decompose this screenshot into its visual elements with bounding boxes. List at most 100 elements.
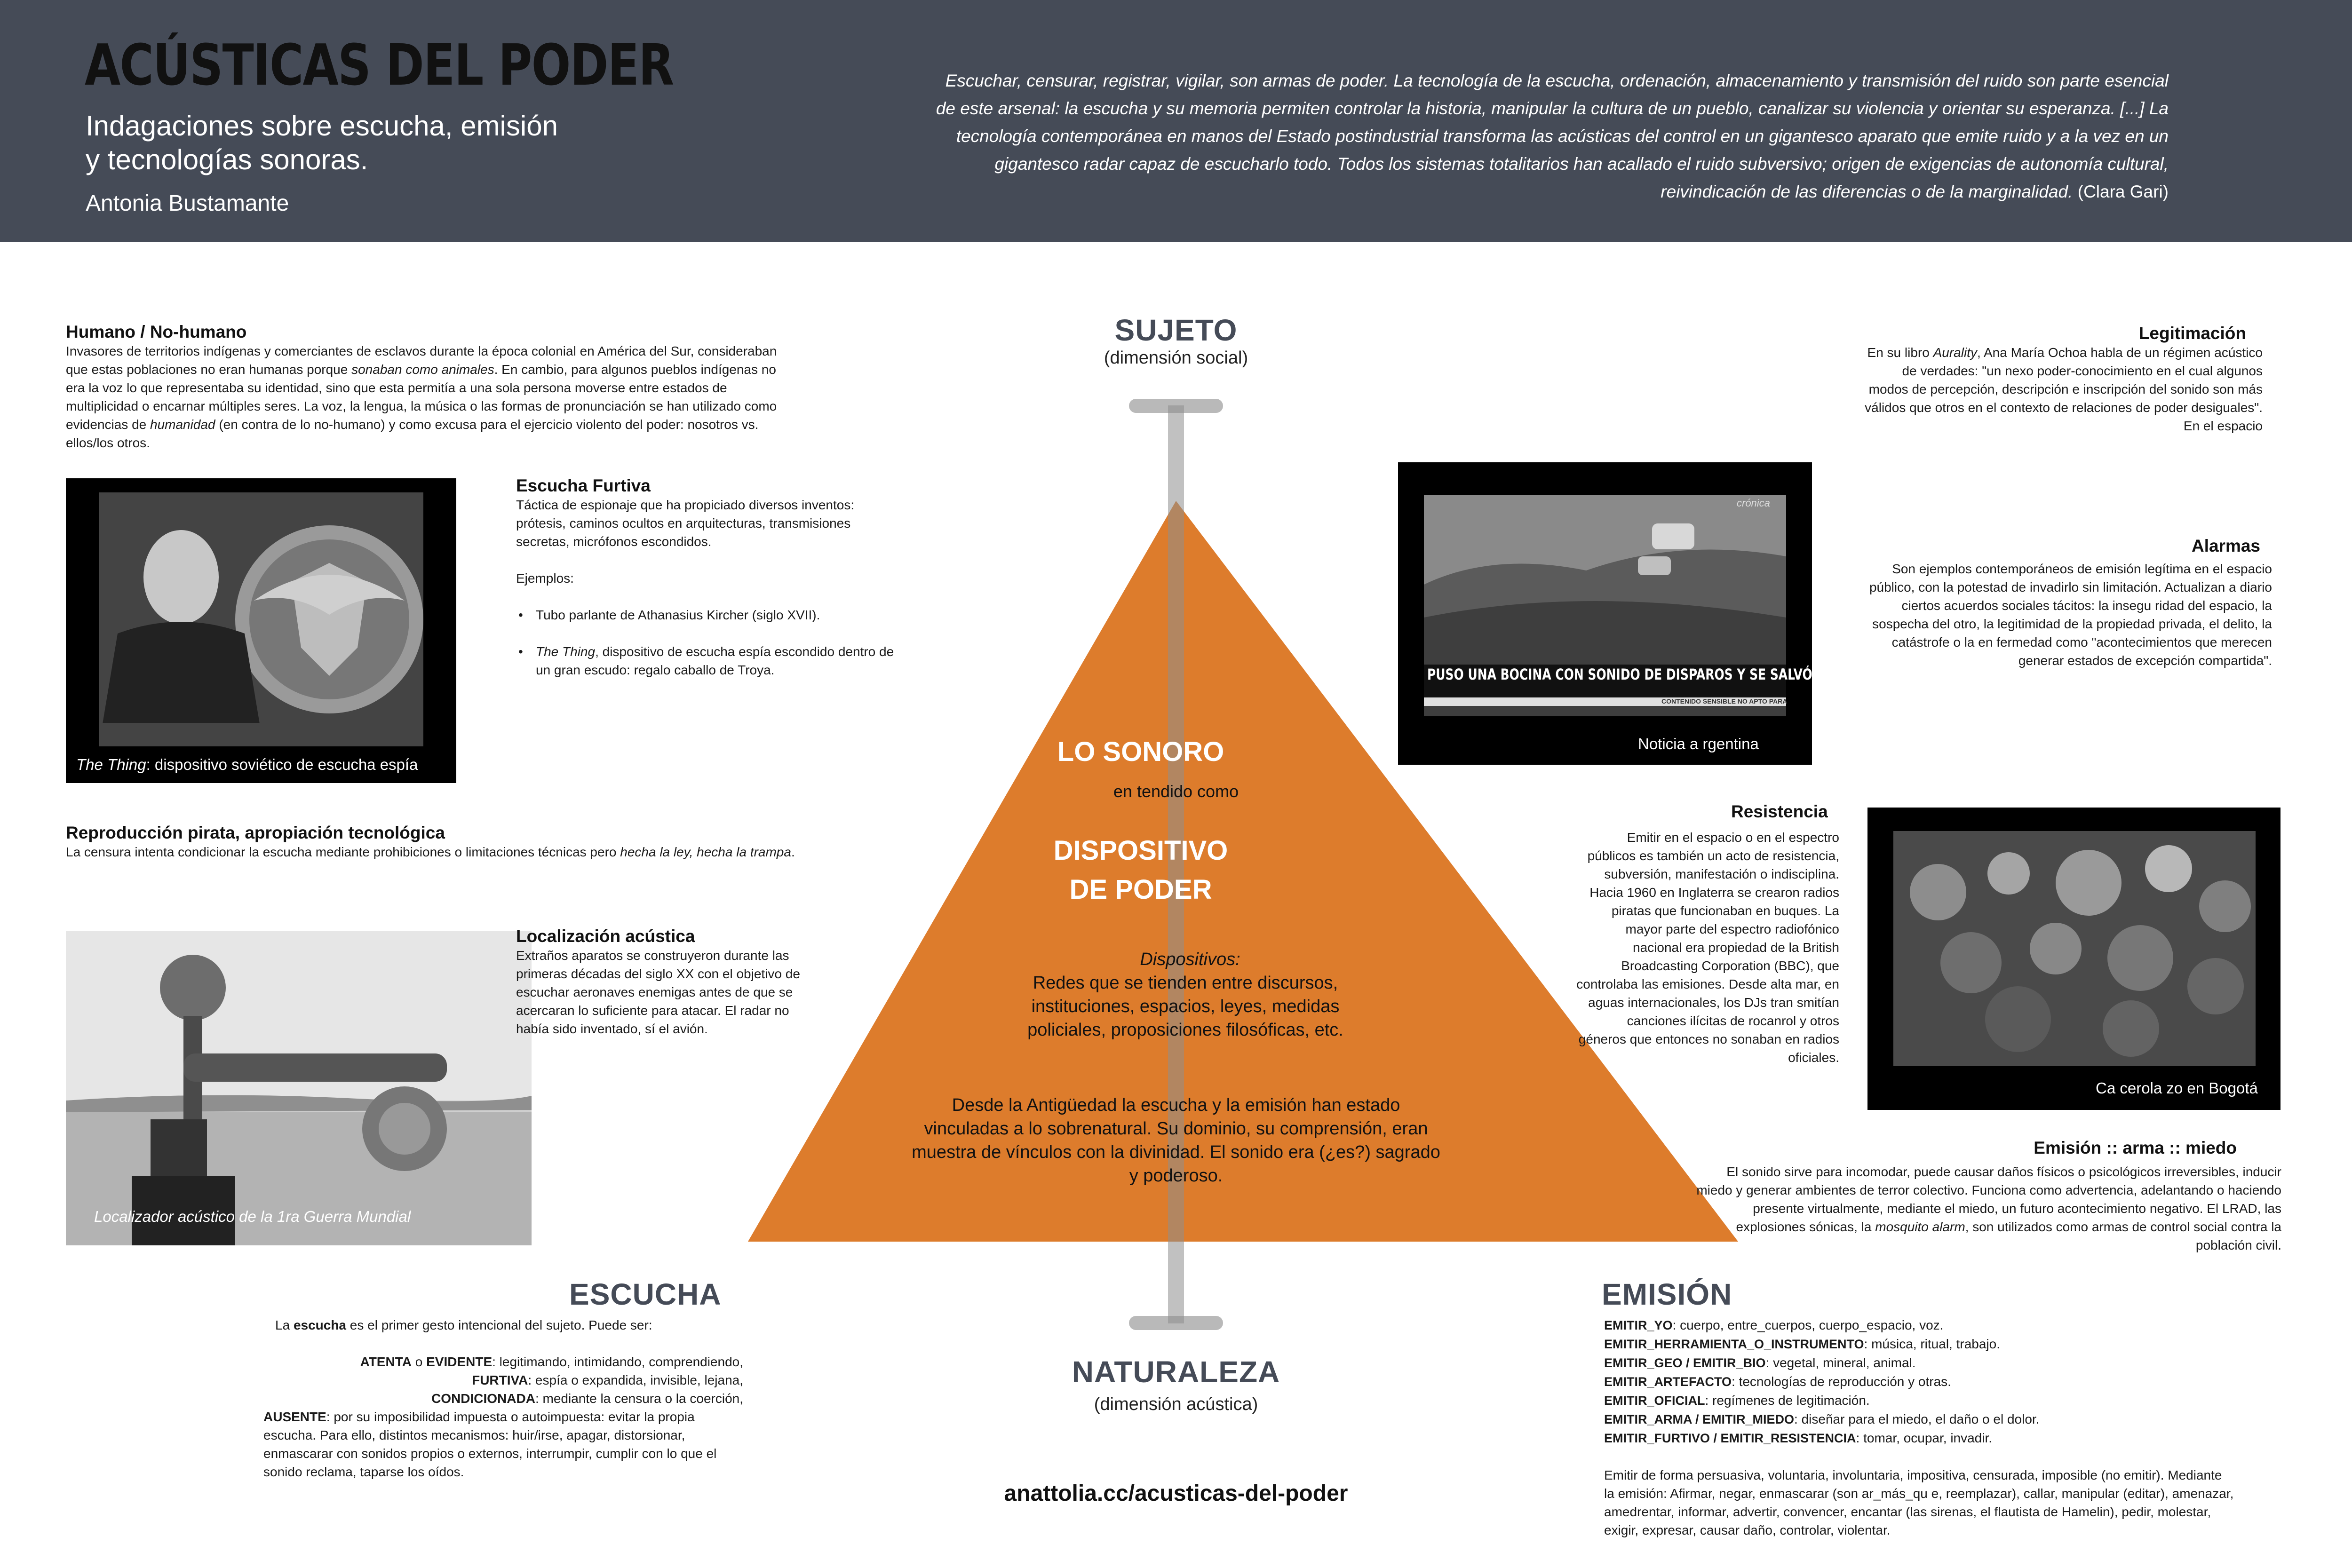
escucha-condicionada: CONDICIONADA: mediante la censura o la c… [263, 1389, 743, 1408]
header-band [0, 0, 2352, 242]
section-legitimacion: Legitimación En su libro Aurality, Ana M… [1863, 324, 2263, 435]
epigraph: Escuchar, censurar, registrar, vigilar, … [922, 67, 2169, 206]
legitimacion-text-b: , Ana María Ochoa habla de un régimen ac… [1865, 345, 2263, 433]
axis-right-word: EMISIÓN [1602, 1277, 1732, 1311]
axis-top-sub: (dimensión social) [1104, 348, 1248, 368]
alarmas-text: Son ejemplos contemporáneos de emisión l… [1869, 562, 2272, 668]
legitimacion-text: En su libro Aurality, Ana María Ochoa ha… [1863, 343, 2263, 435]
axis-left-word: ESCUCHA [569, 1277, 722, 1311]
the-thing-photo-image [99, 492, 423, 746]
emision-item: EMITIR_FURTIVO / EMITIR_RESISTENCIA: tom… [1604, 1429, 2234, 1448]
furtiva-example-2: •The Thing, dispositivo de escucha espía… [516, 642, 902, 679]
humano-text: Invasores de territorios indígenas y com… [66, 342, 781, 452]
photo-acoustic-locator: Localizador acústico de la 1ra Guerra Mu… [66, 931, 532, 1245]
emision-item-label: EMITIR_GEO / EMITIR_BIO [1604, 1356, 1766, 1370]
humano-text-c: (en contra de lo no-humano) y como excus… [66, 417, 759, 450]
axis-bottom-word: NATURALEZA [1072, 1355, 1280, 1389]
subtitle-line-1: Indagaciones sobre escucha, emisión [86, 110, 558, 142]
footer-url-link[interactable]: anattolia.cc/acusticas-del-poder [1004, 1481, 1348, 1506]
emision-item-label: EMITIR_YO [1604, 1318, 1673, 1332]
subtitle-line-2: y tecnologías sonoras. [86, 144, 368, 175]
section-escucha-types: La escucha es el primer gesto intenciona… [263, 1316, 743, 1481]
emision-item-text: : música, ritual, trabajo. [1864, 1337, 2000, 1351]
emision-item-text: : vegetal, mineral, animal. [1765, 1355, 1916, 1370]
emision-item-label: EMITIR_ARMA / EMITIR_MIEDO [1604, 1412, 1795, 1426]
humano-title: Humano / No-humano [66, 322, 247, 341]
emision-arma-text: El sonido sirve para incomodar, puede ca… [1693, 1163, 2281, 1254]
emision-item: EMITIR_YO: cuerpo, entre_cuerpos, cuerpo… [1604, 1316, 2234, 1335]
condicionada-text: : mediante la censura o la coerción, [535, 1391, 743, 1406]
emision-arma-text-a: El sonido sirve para incomodar, puede ca… [1696, 1164, 2281, 1234]
triangle-connector: en tendido como [1113, 782, 1239, 801]
news-banner-small: CONTENIDO SENSIBLE NO APTO PARA [1661, 697, 1788, 705]
emision-item-text: : regímenes de legitimación. [1705, 1393, 1870, 1408]
emision-item: EMITIR_ARMA / EMITIR_MIEDO: diseñar para… [1604, 1410, 2234, 1429]
triangle-title-2a: DISPOSITIVO [1053, 835, 1228, 866]
emision-item: EMITIR_HERRAMIENTA_O_INSTRUMENTO: música… [1604, 1335, 2234, 1354]
emision-item-text: : cuerpo, entre_cuerpos, cuerpo_espacio,… [1672, 1318, 1944, 1332]
emision-item-label: EMITIR_OFICIAL [1604, 1394, 1705, 1408]
pirata-title: Reproducción pirata, apropiación tecnoló… [66, 823, 445, 842]
pyramid-triangle [748, 501, 1738, 1242]
photo-the-thing: The Thing: dispositivo soviético de escu… [66, 478, 456, 783]
legitimacion-title: Legitimación [2138, 324, 2246, 343]
photo1-caption-em: The Thing [76, 756, 146, 773]
epigraph-text: Escuchar, censurar, registrar, vigilar, … [936, 71, 2169, 201]
cacerolazo-photo-image [1893, 831, 2256, 1066]
escucha-furtiva: FURTIVA: espía o expandida, invisible, l… [263, 1371, 743, 1389]
atenta-label: ATENTA [360, 1354, 412, 1369]
section-resistencia: Resistencia Emitir en el espacio o en el… [1576, 802, 1839, 1067]
escucha-intro-b: escucha [293, 1318, 347, 1332]
legitimacion-text-em: Aurality [1933, 345, 1977, 360]
section-humano: Humano / No-humano Invasores de territor… [66, 322, 781, 452]
triangle-title-1: LO SONORO [1057, 736, 1224, 767]
furtiva-text: Táctica de espionaje que ha propiciado d… [516, 498, 855, 549]
acoustic-locator-photo-image [66, 931, 532, 1245]
pirata-text-a: La censura intenta condicionar la escuch… [66, 845, 620, 859]
photo3-caption: Noticia a rgentina [1638, 735, 1759, 752]
ausente-text: : por su imposibilidad impuesta o autoim… [263, 1410, 717, 1479]
localizacion-title: Localización acústica [516, 927, 695, 946]
emision-item-text: : diseñar para el miedo, el daño o el do… [1794, 1412, 2040, 1426]
emision-arma-text-b: , son utilizados como armas de control s… [1965, 1220, 2281, 1252]
atenta-text: : legitimando, intimidando, comprendiend… [492, 1354, 743, 1369]
emision-item: EMITIR_GEO / EMITIR_BIO: vegetal, minera… [1604, 1354, 2234, 1372]
emision-item-label: EMITIR_HERRAMIENTA_O_INSTRUMENTO [1604, 1337, 1864, 1351]
alarmas-title: Alarmas [2191, 536, 2260, 555]
atenta-o: o [411, 1354, 427, 1369]
evidente-label: EVIDENTE [426, 1354, 493, 1369]
legitimacion-text-a: En su libro [1867, 345, 1933, 360]
epigraph-citation: (Clara Gari) [2077, 182, 2169, 201]
furtiva-example-1: •Tubo parlante de Athanasius Kircher (si… [516, 606, 902, 624]
section-pirata: Reproducción pirata, apropiación tecnoló… [66, 823, 800, 861]
photo1-caption: The Thing: dispositivo soviético de escu… [76, 756, 418, 774]
photo-news-argentina: crónica PUSO UNA BOCINA CON SONIDO DE DI… [1398, 462, 1899, 765]
emision-item: EMITIR_ARTEFACTO: tecnologías de reprodu… [1604, 1372, 2234, 1391]
subtitle: Indagaciones sobre escucha, emisión y te… [86, 109, 650, 177]
emision-arma-title: Emisión :: arma :: miedo [2034, 1138, 2237, 1157]
condicionada-label: CONDICIONADA [431, 1391, 535, 1406]
furtiva-example-2-text: , dispositivo de escucha espía escondido… [536, 644, 894, 677]
bullet-icon: • [518, 608, 523, 622]
section-escucha-furtiva: Escucha Furtiva Táctica de espionaje que… [516, 476, 902, 679]
triangle-devices-text: Redes que se tienden entre discursos, in… [1027, 973, 1343, 1040]
emision-arma-text-em: mosquito alarm [1875, 1220, 1965, 1234]
furtiva-type-text: : espía o expandida, invisible, lejana, [528, 1373, 743, 1387]
escucha-intro: La escucha es el primer gesto intenciona… [263, 1316, 743, 1334]
author: Antonia Bustamante [86, 191, 289, 216]
furtiva-example-2-em: The Thing [536, 644, 596, 659]
page-title: ACÚSTICAS DEL PODER [85, 33, 674, 98]
news-photo-image [1424, 495, 1786, 716]
resistencia-title: Resistencia [1731, 802, 1828, 821]
section-emision-arma: Emisión :: arma :: miedo El sonido sirve… [1693, 1138, 2281, 1254]
axis-bottom-sub: (dimensión acústica) [1094, 1394, 1258, 1414]
emision-item: EMITIR_OFICIAL: regímenes de legitimació… [1604, 1391, 2234, 1410]
emision-item-label: EMITIR_ARTEFACTO [1604, 1375, 1732, 1389]
ausente-label: AUSENTE [263, 1410, 326, 1424]
triangle-devices-label: Dispositivos: [1140, 950, 1240, 969]
emision-item-label: EMITIR_FURTIVO / EMITIR_RESISTENCIA [1604, 1431, 1856, 1445]
axis-vertical-bar [1168, 405, 1184, 1323]
triangle-history-text: Desde la Antigüedad la escucha y la emis… [912, 1095, 1440, 1186]
escucha-intro-a: La [275, 1318, 294, 1332]
